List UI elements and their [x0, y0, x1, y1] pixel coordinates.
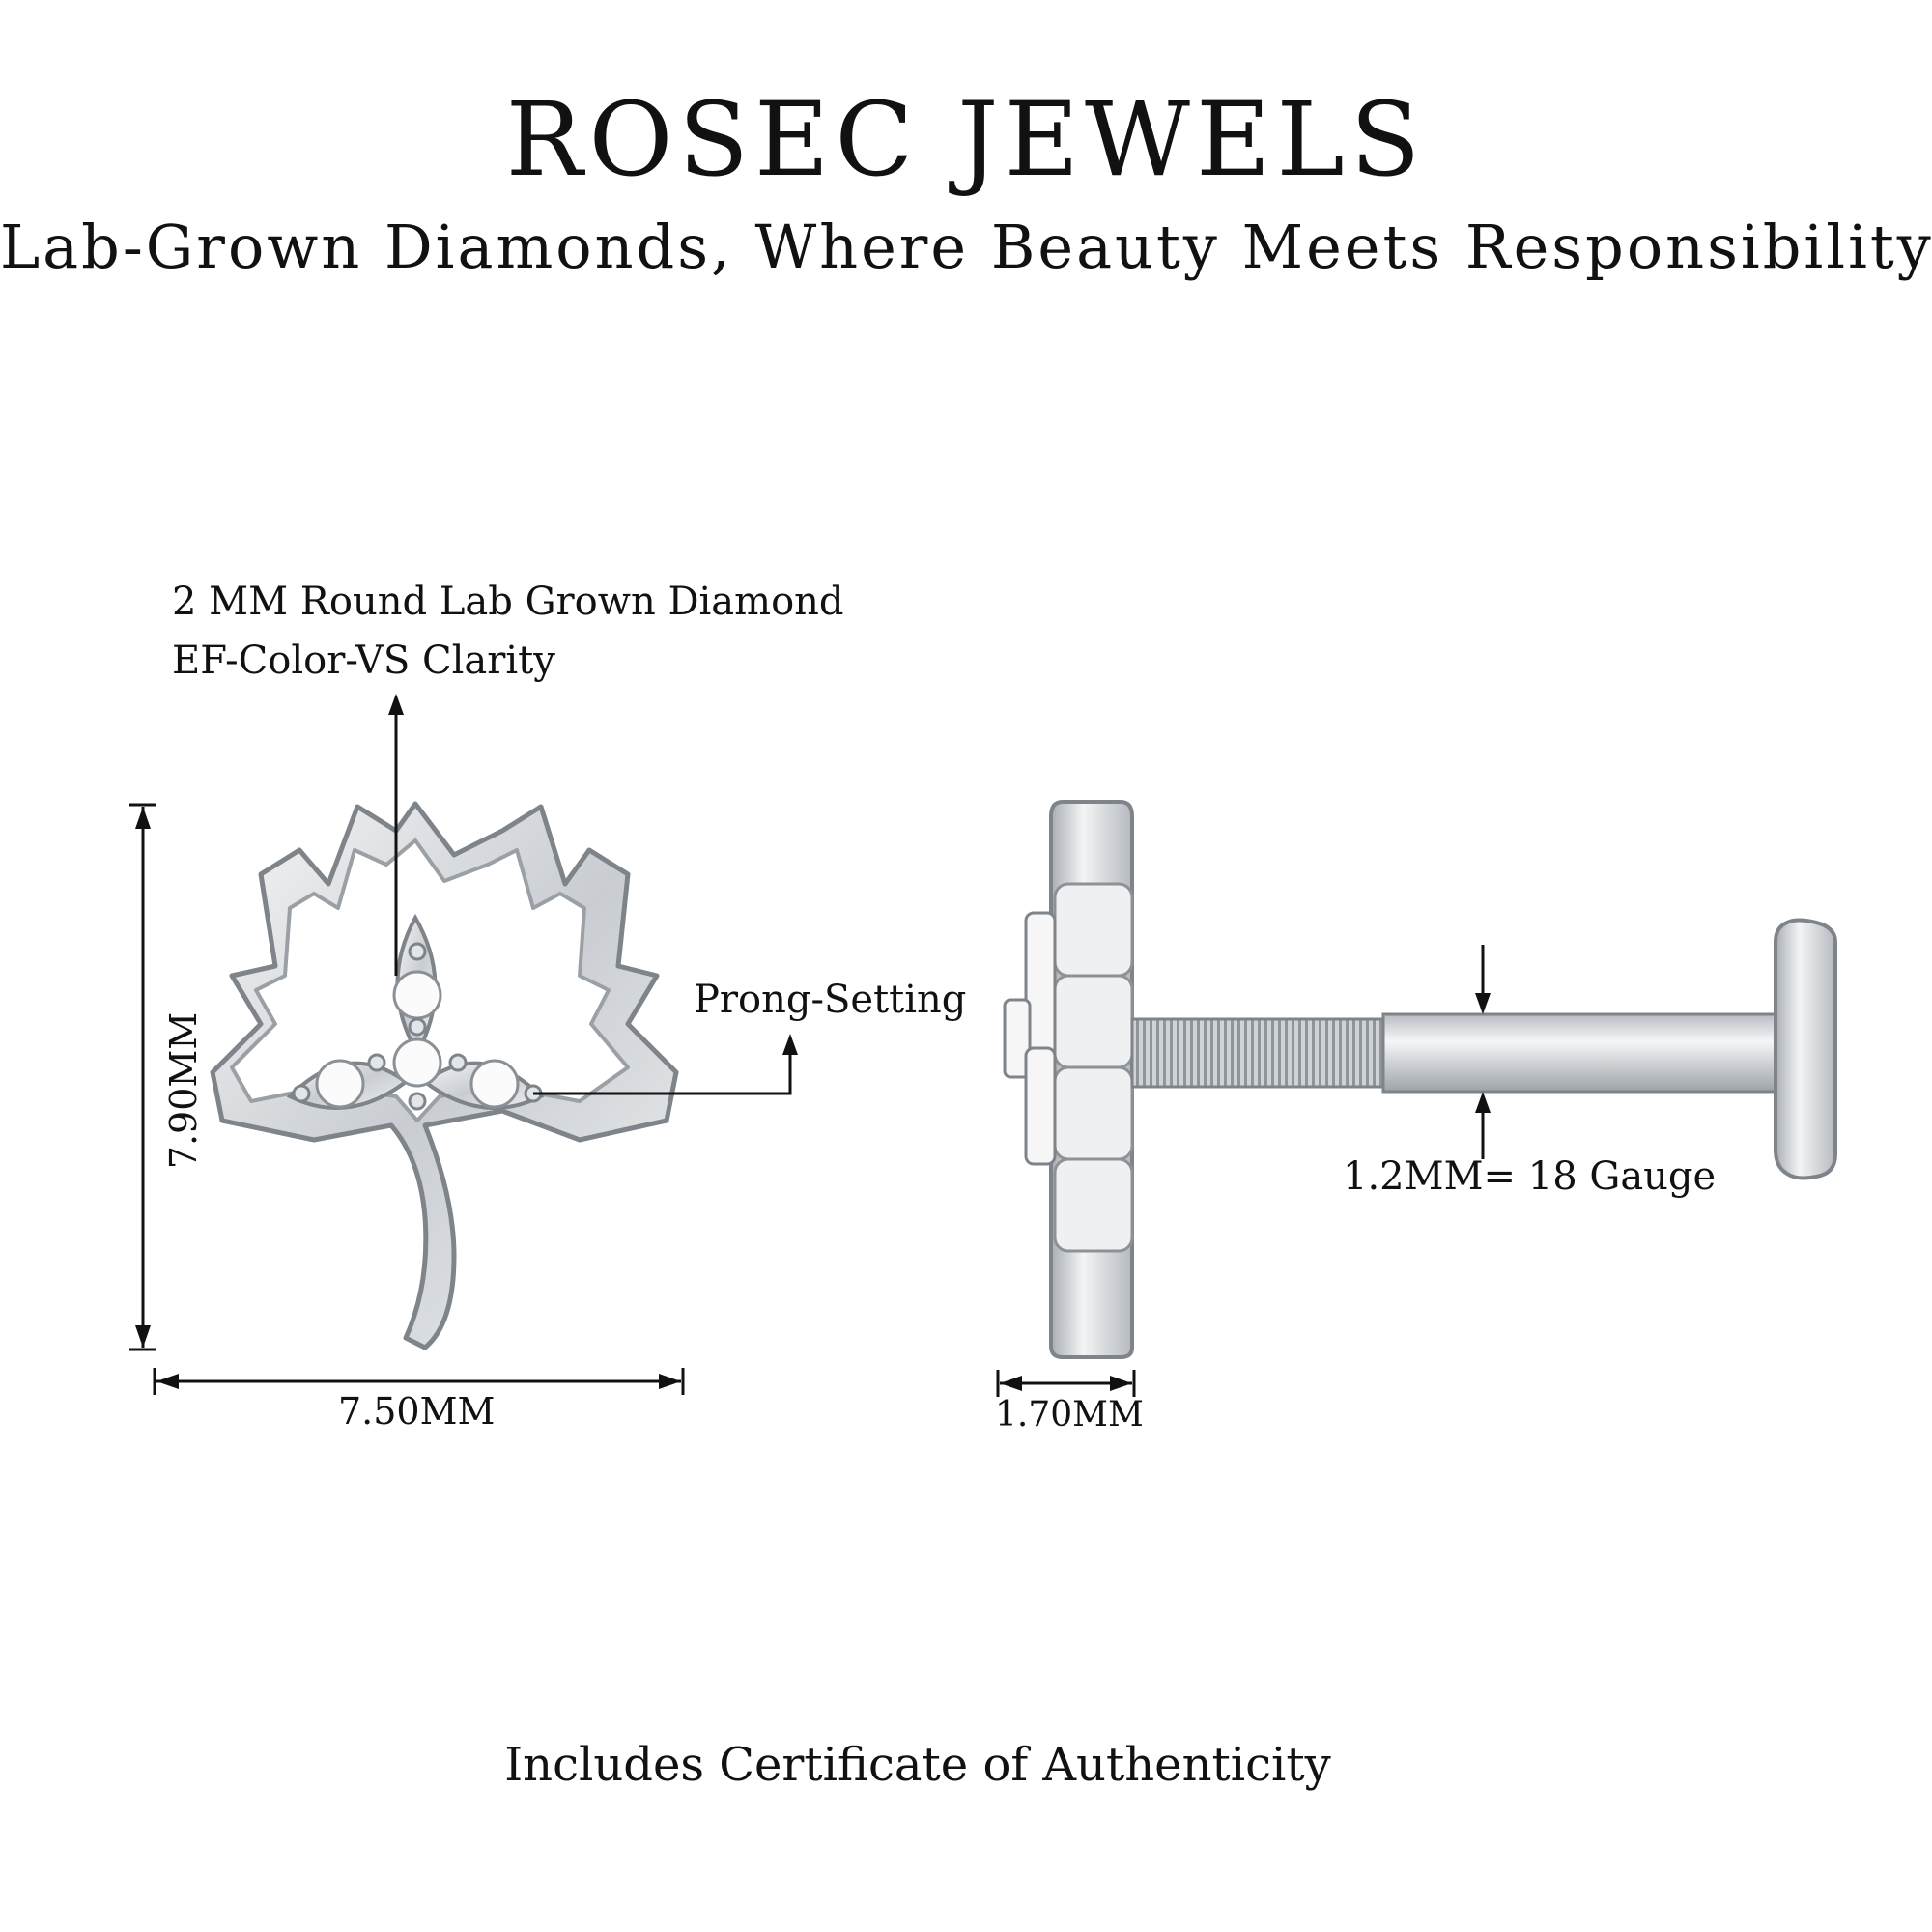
gauge-dimension: [1475, 945, 1491, 1159]
back-disc: [1774, 918, 1837, 1180]
certificate-note: Includes Certificate of Authenticity: [504, 1738, 1331, 1792]
diamond-center: [392, 1037, 442, 1088]
threaded-post: [1130, 1017, 1385, 1089]
diamond-callout-arrow: [388, 694, 404, 976]
thickness-dimension: [996, 1370, 1136, 1397]
height-label: 7.90MM: [162, 1011, 205, 1170]
prong-setting-label: Prong-Setting: [694, 978, 967, 1022]
diamond-left: [315, 1059, 365, 1109]
stud-side-view: [1003, 800, 1837, 1359]
diamond-spec-line2: EF-Color-VS Clarity: [172, 639, 555, 683]
diamond-top: [392, 970, 442, 1020]
barbell-rod: [1381, 1012, 1791, 1094]
gauge-label: 1.2MM= 18 Gauge: [1343, 1154, 1717, 1199]
prong-callout-arrow: [533, 1034, 798, 1095]
height-dimension: [129, 803, 156, 1351]
side-stones: [1003, 911, 1057, 1166]
diamond-stones: [315, 970, 520, 1109]
prong-beads: [292, 942, 543, 1111]
width-label: 7.50MM: [338, 1390, 496, 1433]
thickness-label: 1.70MM: [995, 1395, 1144, 1435]
diamond-spec-line1: 2 MM Round Lab Grown Diamond: [172, 580, 844, 624]
leaf-front-view: [210, 801, 679, 1350]
brand-tagline: Lab-Grown Diamonds, Where Beauty Meets R…: [0, 212, 1932, 282]
brand-title: ROSEC JEWELS: [505, 80, 1427, 199]
diamond-right: [469, 1059, 520, 1109]
width-dimension: [153, 1368, 685, 1395]
